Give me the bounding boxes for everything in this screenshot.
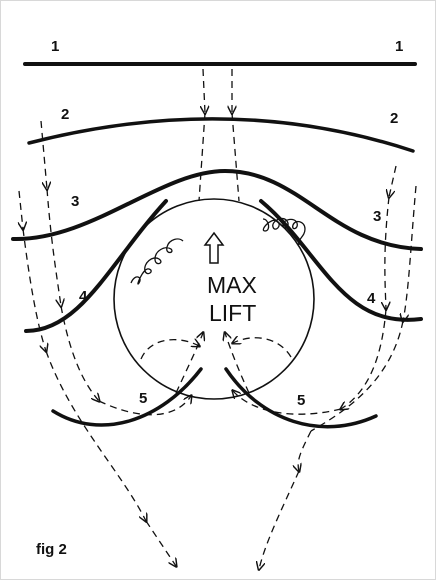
label-wave-2-left: 2: [61, 106, 69, 123]
flow-left-inner: [98, 396, 191, 416]
flow-right-3: [341, 308, 387, 409]
max-label: MAX: [207, 272, 257, 298]
label-wave-2-right: 2: [390, 110, 398, 127]
wavefront-4-right: [259, 199, 423, 322]
flow-left-2: [46, 188, 61, 306]
flow-center-left-tail: [198, 112, 206, 202]
max-lift-arrow-icon: [203, 231, 225, 264]
flow-right-outer-3: [298, 430, 312, 471]
flow-right-outer-2: [310, 320, 404, 432]
label-wave-1-left: 1: [51, 38, 59, 55]
label-wave-4-right: 4: [367, 290, 376, 307]
lift-circle: [113, 198, 315, 400]
vortex-right: [262, 217, 306, 246]
label-wave-1-right: 1: [395, 38, 403, 55]
label-wave-5-right: 5: [297, 392, 305, 409]
flow-left-outer-3: [45, 350, 146, 521]
flow-right-1: [389, 165, 397, 197]
flow-left-outer-4: [145, 520, 176, 566]
flow-down-center-left: [203, 68, 205, 113]
flow-left-outer-2: [22, 228, 46, 351]
wavefront-4-left: [24, 199, 168, 333]
wavefront-2: [27, 117, 415, 153]
flow-right-inner: [233, 391, 342, 415]
inner-curl-left: [140, 340, 199, 360]
flow-left-1: [40, 120, 47, 189]
vortex-left: [130, 238, 184, 285]
wavefront-5-right: [224, 367, 378, 429]
flow-right-outer-1: [403, 185, 417, 321]
flow-left-outer-1: [19, 190, 23, 229]
flow-right-2: [385, 196, 389, 309]
inner-up-left: [175, 333, 203, 394]
wavefront-5-left: [51, 367, 203, 427]
figure-caption: fig 2: [36, 541, 67, 558]
flow-left-3: [60, 305, 99, 401]
inner-curl-right: [233, 338, 292, 358]
flow-center-right-tail: [231, 112, 240, 202]
wavefront-3: [11, 168, 423, 251]
inner-up-right: [225, 333, 250, 394]
label-wave-3-left: 3: [71, 193, 79, 210]
label-wave-4-left: 4: [79, 288, 88, 305]
flow-right-outer-4: [259, 470, 300, 569]
label-wave-3-right: 3: [373, 208, 381, 225]
label-wave-5-left: 5: [139, 390, 147, 407]
lift-label: LIFT: [209, 300, 256, 326]
